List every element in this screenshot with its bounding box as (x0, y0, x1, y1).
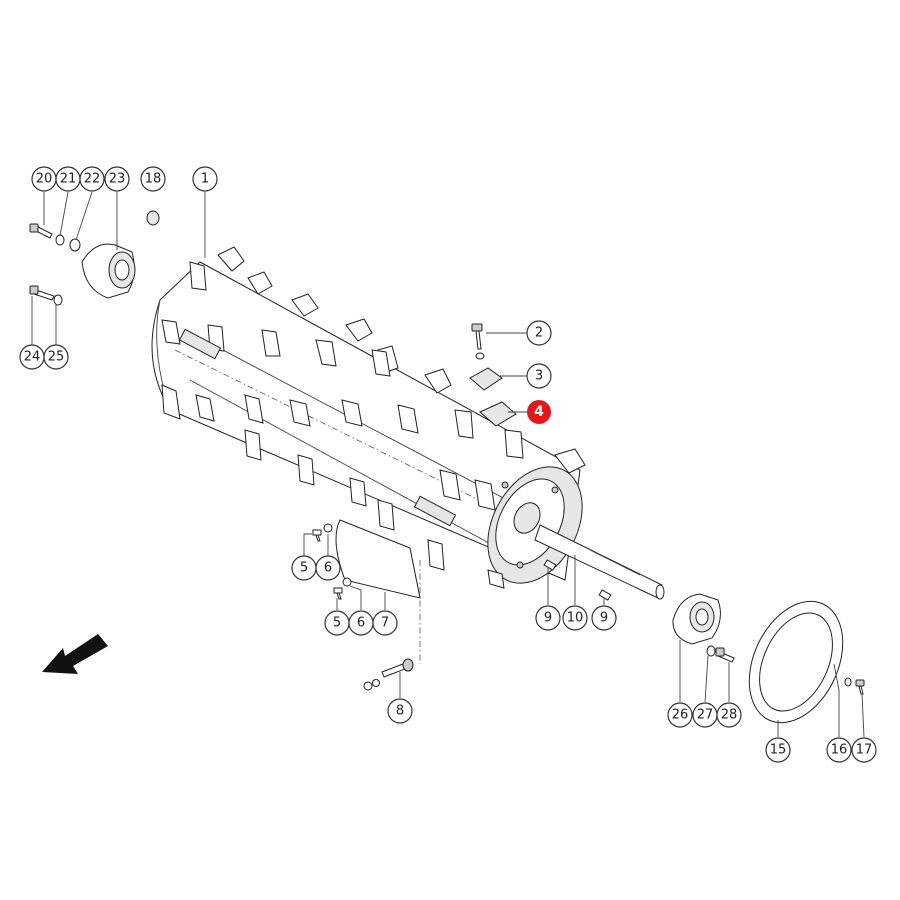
screw-5-upper (312, 529, 322, 542)
screw-5-lower (333, 587, 343, 600)
scraper-plate-7 (335, 519, 421, 599)
svg-text:9: 9 (544, 611, 552, 626)
lower-left-washer (53, 294, 63, 306)
callout[interactable]: 2 (526, 320, 552, 346)
washer-27 (706, 645, 716, 657)
svg-text:5: 5 (300, 561, 308, 576)
callout[interactable]: 6 (315, 555, 341, 581)
callout[interactable]: 20 (31, 166, 57, 192)
svg-text:15: 15 (770, 743, 787, 758)
tine-row-middle (161, 319, 524, 459)
washer-6-upper (323, 523, 333, 533)
callout-highlighted[interactable]: 4 (527, 400, 551, 424)
svg-text:27: 27 (697, 708, 714, 723)
svg-text:4: 4 (534, 404, 544, 420)
svg-text:18: 18 (145, 172, 162, 187)
svg-text:21: 21 (60, 172, 77, 187)
callout[interactable]: 25 (43, 344, 69, 370)
callout[interactable]: 26 (667, 702, 693, 728)
callout[interactable]: 21 (55, 166, 81, 192)
tine-clamp-3 (469, 367, 503, 391)
drum-slot (178, 328, 222, 360)
svg-text:5: 5 (333, 616, 341, 631)
callout[interactable]: 23 (104, 166, 130, 192)
callout[interactable]: 8 (387, 698, 413, 724)
tine-washer (475, 352, 485, 360)
key-9-left (543, 559, 557, 571)
tine-bolt-2 (471, 323, 483, 350)
callout[interactable]: 24 (19, 344, 45, 370)
right-bearing-housing (672, 593, 721, 645)
callout[interactable]: 18 (140, 166, 166, 192)
callout[interactable]: 15 (765, 737, 791, 763)
washer-8 (372, 679, 380, 687)
lower-left-bolt (29, 285, 55, 301)
svg-text:10: 10 (567, 611, 584, 626)
callout[interactable]: 17 (851, 737, 877, 763)
svg-text:2: 2 (535, 326, 543, 341)
tine-row-top (189, 246, 586, 474)
callout[interactable]: 6 (348, 610, 374, 636)
svg-text:28: 28 (721, 708, 738, 723)
svg-text:25: 25 (48, 350, 65, 365)
svg-text:20: 20 (36, 172, 53, 187)
svg-text:16: 16 (831, 743, 848, 758)
left-bearing-housing (81, 243, 136, 299)
bushing-18 (146, 210, 160, 226)
long-bolt-8 (381, 658, 414, 678)
screw-17 (855, 679, 865, 695)
callout[interactable]: 28 (716, 702, 742, 728)
tine-plate-4 (479, 401, 517, 427)
flange-ring-15 (748, 600, 844, 724)
tine-row-bottom (244, 429, 505, 589)
left-washer (69, 238, 81, 252)
svg-text:23: 23 (109, 172, 126, 187)
leader-lines (31, 191, 865, 738)
callout[interactable]: 5 (291, 555, 317, 581)
callout[interactable]: 3 (526, 363, 552, 389)
svg-text:6: 6 (357, 616, 365, 631)
bolt-28 (715, 647, 735, 663)
washer-6-lower (342, 577, 352, 587)
callout[interactable]: 27 (692, 702, 718, 728)
svg-text:24: 24 (24, 350, 41, 365)
callout[interactable]: 1 (192, 166, 218, 192)
svg-text:8: 8 (396, 704, 404, 719)
svg-text:6: 6 (324, 561, 332, 576)
callout[interactable]: 7 (372, 610, 398, 636)
callout[interactable]: 22 (79, 166, 105, 192)
svg-text:7: 7 (381, 616, 389, 631)
callout[interactable]: 16 (826, 737, 852, 763)
callout[interactable]: 5 (324, 610, 350, 636)
washer-16 (844, 677, 852, 687)
callout[interactable]: 9 (535, 605, 561, 631)
direction-arrow-icon (42, 634, 108, 674)
drum-slot (413, 495, 457, 527)
svg-text:1: 1 (201, 172, 209, 187)
callout[interactable]: 10 (562, 605, 588, 631)
nut-8 (363, 681, 373, 691)
key-9-right (598, 589, 612, 601)
callout-labels: 20 21 22 23 18 1 24 25 2 3 4 5 6 5 6 7 9… (19, 166, 877, 763)
left-lock-washer (55, 234, 65, 246)
svg-text:26: 26 (672, 708, 689, 723)
rotor-drum (151, 261, 581, 581)
svg-text:9: 9 (600, 611, 608, 626)
svg-text:17: 17 (856, 743, 873, 758)
svg-text:3: 3 (535, 369, 543, 384)
callout[interactable]: 9 (591, 605, 617, 631)
tine-row-lower (161, 384, 496, 511)
svg-text:22: 22 (84, 172, 101, 187)
left-bolt (29, 223, 53, 239)
drive-shaft-10 (534, 524, 665, 600)
